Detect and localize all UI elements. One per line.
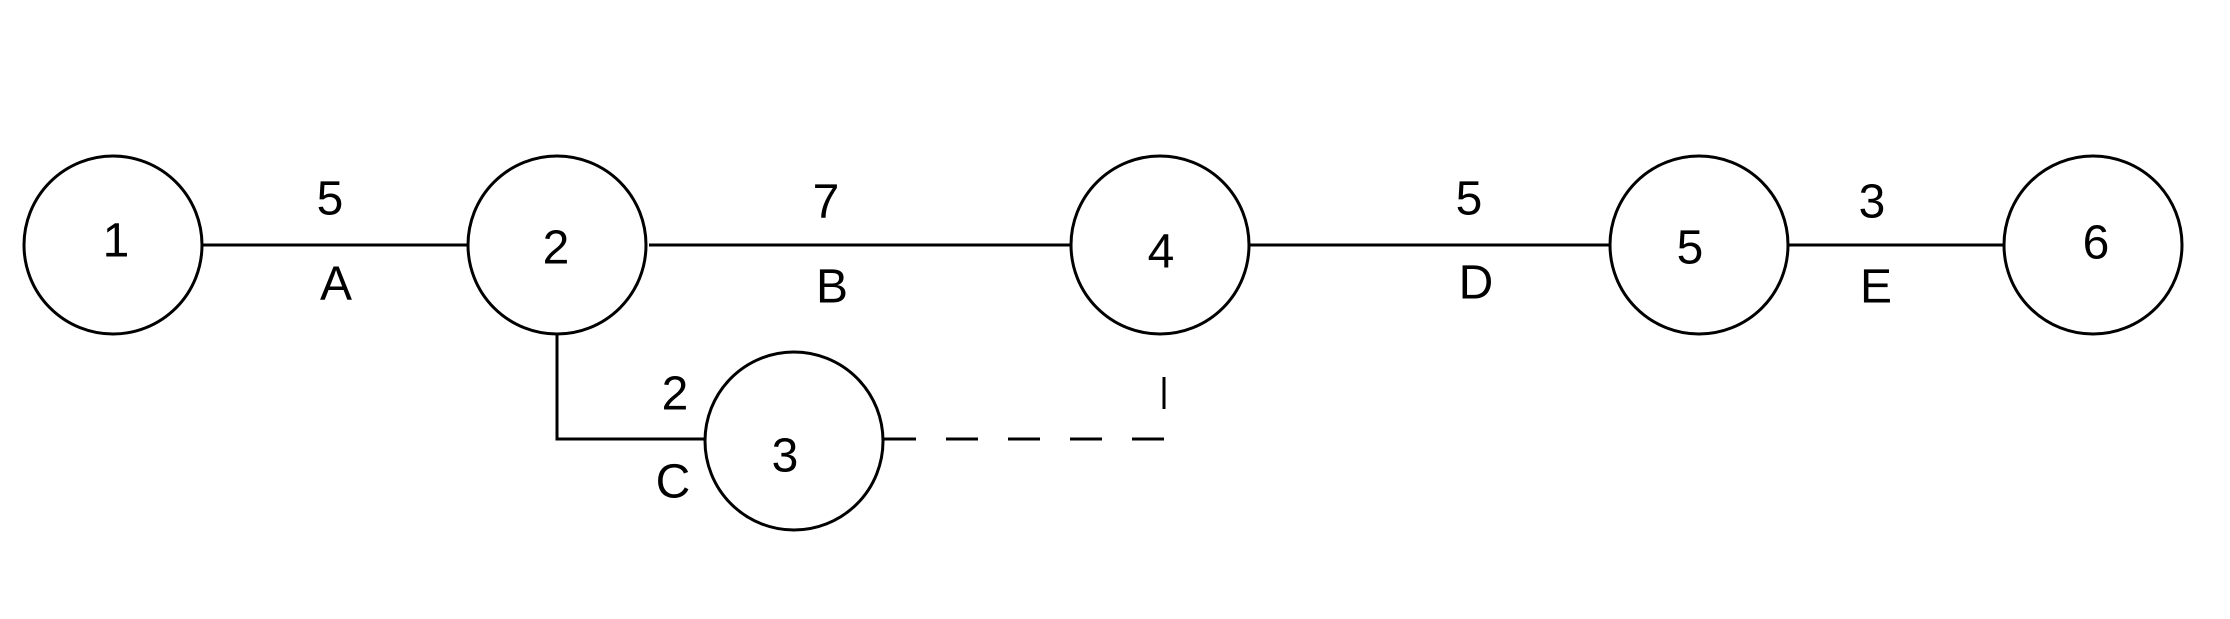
node-2: 2: [466, 154, 648, 336]
node-5: 5: [1608, 154, 1790, 336]
node-6-label: 6: [2083, 217, 2110, 270]
node-1-circle: [22, 154, 204, 336]
edge-e-duration: 3: [1859, 176, 1886, 229]
edge-d-duration: 5: [1456, 173, 1483, 226]
dummy-edge-3-4-line: [884, 352, 1166, 441]
edge-e-activity: E: [1860, 261, 1892, 314]
node-6-circle: [2002, 154, 2184, 336]
node-1: 1: [22, 154, 204, 336]
edge-b-activity: B: [816, 261, 848, 314]
node-3: 3: [703, 350, 885, 532]
edge-a-duration: 5: [317, 173, 344, 226]
node-3-circle: [703, 350, 885, 532]
node-5-circle: [1608, 154, 1790, 336]
node-4-label: 4: [1148, 226, 1175, 279]
node-4: 4: [1069, 154, 1251, 336]
node-2-circle: [466, 154, 648, 336]
node-1-label: 1: [103, 215, 130, 268]
node-4-circle: [1069, 154, 1251, 336]
edge-d-activity: D: [1459, 257, 1494, 310]
edge-c-line: [555, 333, 705, 441]
node-6: 6: [2002, 154, 2184, 336]
node-3-label: 3: [772, 430, 799, 483]
edge-c-activity: C: [656, 456, 691, 509]
node-2-label: 2: [543, 222, 570, 275]
edge-a-activity: A: [320, 258, 352, 311]
edge-b-duration: 7: [813, 176, 840, 229]
edge-c-duration: 2: [662, 368, 689, 421]
node-5-label: 5: [1677, 222, 1704, 275]
